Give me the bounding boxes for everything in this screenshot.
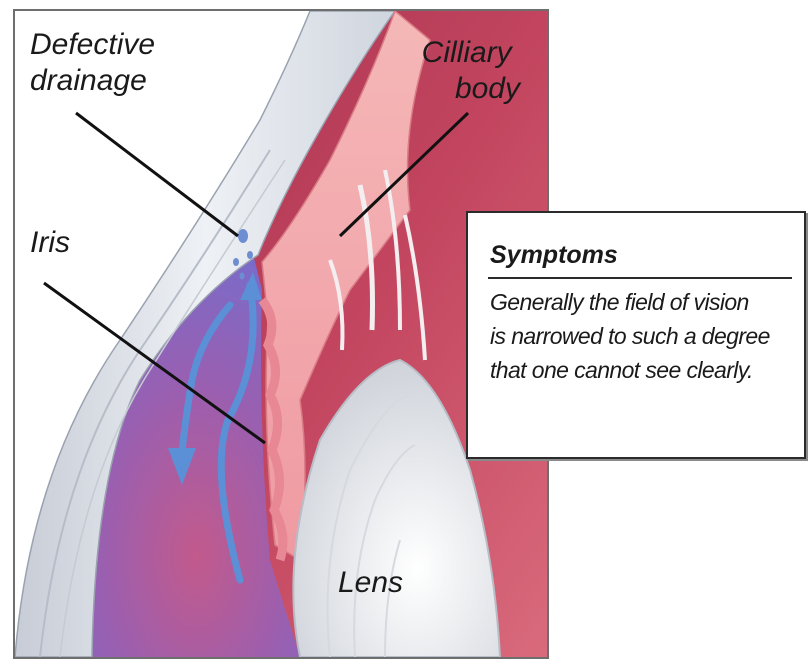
symptoms-description: Generally the field of vision is narrowe… [490,285,802,387]
symptoms-line: Generally the field of vision [490,285,802,319]
symptoms-box: Symptoms Generally the field of vision i… [466,211,806,459]
label-lens: Lens [338,566,403,599]
symptoms-title: Symptoms [490,241,618,270]
symptoms-line: is narrowed to such a degree [490,319,802,353]
label-iris: Iris [30,226,70,259]
symptoms-line: that one cannot see clearly. [490,353,802,387]
symptoms-divider [488,277,792,279]
